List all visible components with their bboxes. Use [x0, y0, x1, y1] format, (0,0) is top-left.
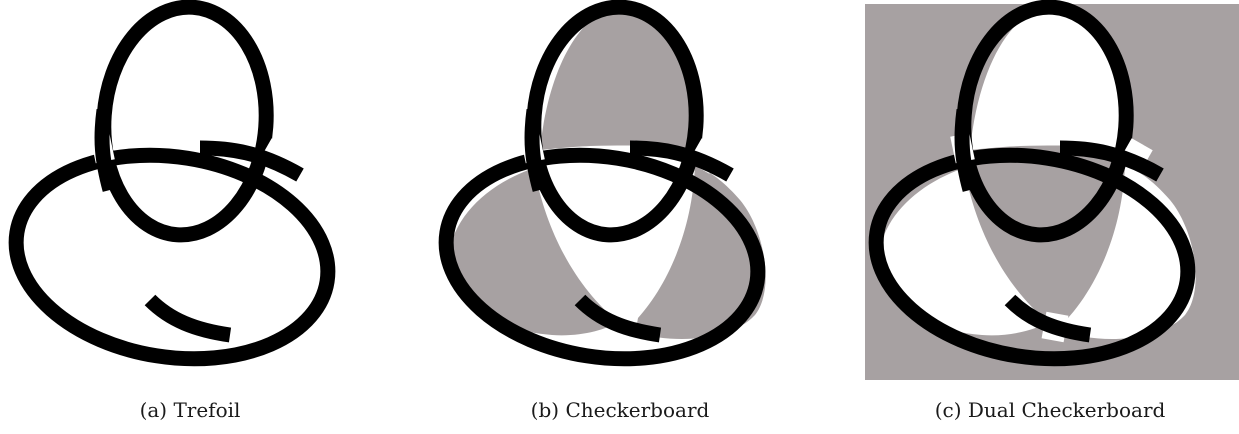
trefoil-knot-diagram: [0, 0, 380, 380]
strand-over: [532, 110, 540, 190]
caption-c: (c) Dual Checkerboard: [860, 398, 1239, 422]
checkerboard-diagram: [430, 0, 810, 380]
strand-over: [962, 110, 970, 190]
strand-top-loop: [96, 2, 274, 241]
caption-b: (b) Checkerboard: [430, 398, 810, 422]
knot-strands: [1, 2, 342, 381]
panel-dual-checkerboard: (c) Dual Checkerboard: [860, 0, 1239, 434]
panel-trefoil: (a) Trefoil: [0, 0, 380, 434]
strand-over: [102, 110, 110, 190]
dual-checkerboard-diagram: [860, 0, 1239, 380]
caption-a: (a) Trefoil: [0, 398, 380, 422]
panel-checkerboard: (b) Checkerboard: [430, 0, 810, 434]
strand-over: [150, 300, 230, 335]
